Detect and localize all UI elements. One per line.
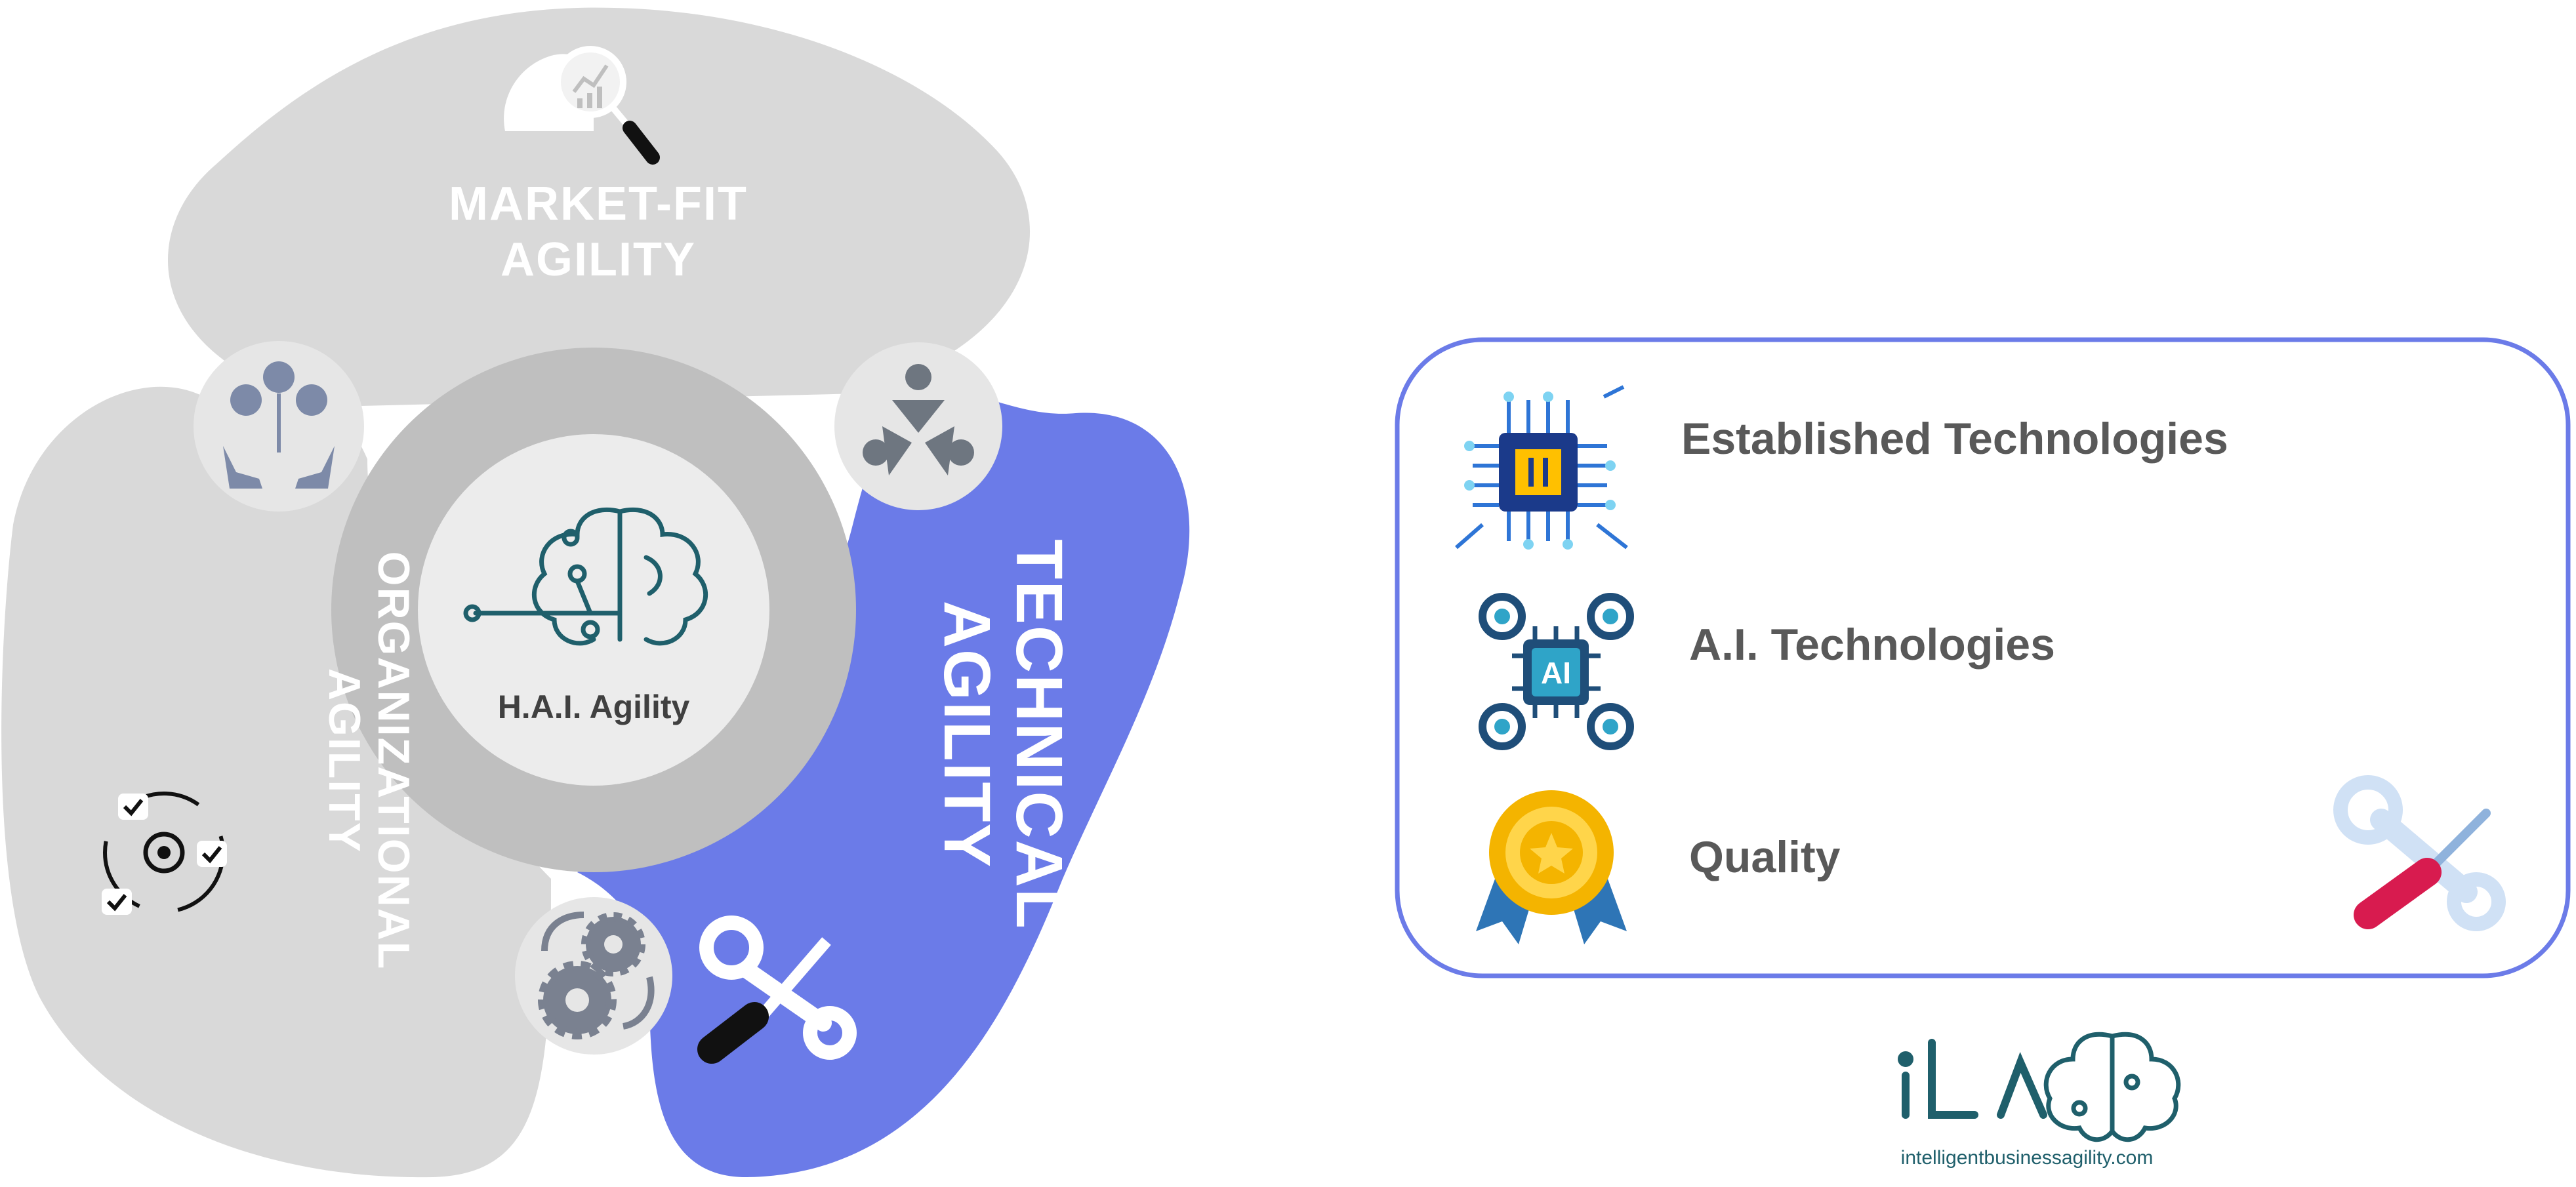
ai-chip-icon: AI: [1479, 593, 1634, 750]
technical-label-line1: TECHNICAL: [1002, 539, 1076, 930]
brand-logo: intelligentbusinessagility.com: [1898, 1032, 2181, 1169]
legend-box: [1395, 337, 2571, 978]
organizational-petal: [1, 386, 552, 1178]
brand-website: intelligentbusinessagility.com: [1901, 1147, 2154, 1169]
legend-label-quality: Quality: [1689, 832, 1841, 882]
market-fit-petal: [167, 7, 1031, 407]
market-fit-label-line1: MARKET-FIT: [449, 178, 748, 230]
center-hub: [418, 434, 769, 786]
center-label: H.A.I. Agility: [498, 689, 690, 725]
legend-label-ai: A.I. Technologies: [1689, 620, 2055, 670]
market-insight-icon: [504, 46, 660, 165]
gears-process-icon: [515, 897, 672, 1055]
technical-label-line2: AGILITY: [930, 601, 1004, 868]
team-unity-icon: [834, 342, 1002, 510]
svg-text:AI: AI: [1541, 656, 1571, 690]
brain-icon: [463, 507, 708, 646]
quality-badge-icon: [1476, 790, 1627, 944]
organizational-label-line1: ORGANIZATIONAL: [369, 552, 419, 971]
organizational-label-line2: AGILITY: [319, 668, 369, 853]
tools-icon: [697, 915, 857, 1064]
people-hands-icon: [194, 341, 364, 512]
target-cycle-icon: [102, 792, 227, 915]
market-fit-label-line2: AGILITY: [501, 233, 696, 286]
legend-label-established: Established Technologies: [1681, 414, 2228, 464]
chip-icon: [1455, 385, 1628, 550]
technical-petal: [577, 392, 1190, 1178]
wrench-screwdriver-icon: [2333, 775, 2506, 931]
